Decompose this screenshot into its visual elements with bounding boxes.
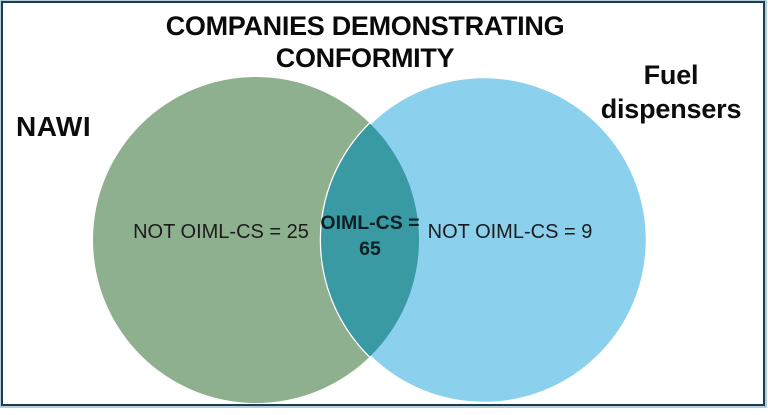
right-region-value: NOT OIML-CS = 9 [427, 221, 593, 243]
left-circle-nawi [93, 77, 419, 403]
left-set-label: NAWI [16, 111, 92, 142]
intersection-region [321, 123, 419, 357]
diagram-title: COMPANIES DEMONSTRATING CONFORMITY [165, 11, 565, 73]
right-set-label: Fuel dispensers [600, 60, 742, 124]
intersection-value-line2: 65 [359, 237, 381, 260]
intersection-region-value: OIML-CS = 65 [312, 211, 428, 262]
intersection-value-line1: OIML-CS = [320, 212, 420, 234]
left-region-value: NOT OIML-CS = 25 [133, 221, 309, 243]
right-circle-fuel-dispensers [319, 75, 649, 405]
